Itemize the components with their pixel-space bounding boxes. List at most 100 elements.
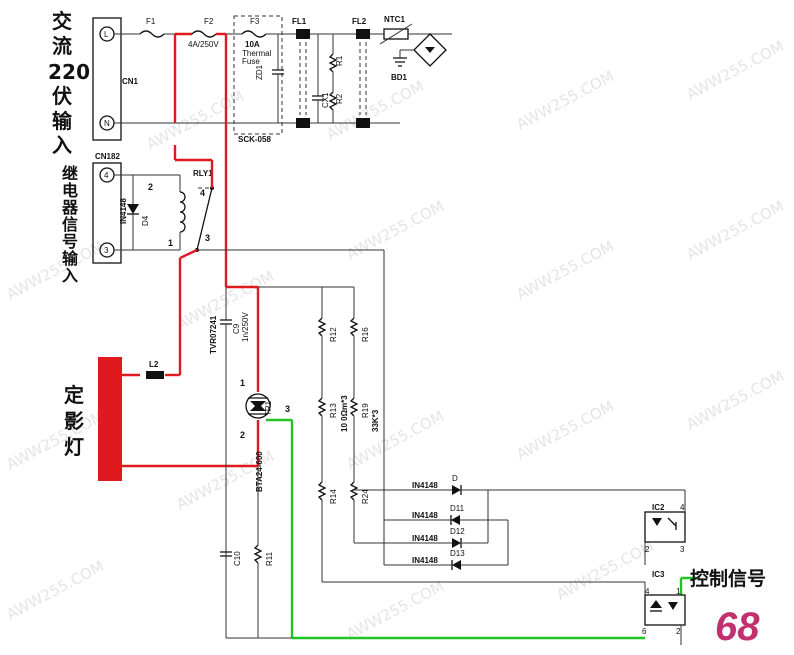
watermark: AWW255.COM <box>513 67 617 133</box>
watermark: AWW255.COM <box>343 197 447 263</box>
relay-signal-label-line: 器 <box>61 198 79 217</box>
relay-contact <box>196 187 213 251</box>
relay-signal-label-line: 入 <box>62 266 78 285</box>
diode-network: IN4148 D IN4148 D11 IN4148 D12 IN4148 D1… <box>354 474 645 570</box>
ac-input-label-line: 伏 <box>52 84 72 108</box>
fuser-lamp-label-line: 定 <box>64 383 84 407</box>
triac-tr1-symbol <box>245 393 271 419</box>
ac-input-label-line: 流 <box>52 34 72 58</box>
r13-label: R13 <box>329 403 338 418</box>
diode-d11-type: IN4148 <box>412 511 438 520</box>
watermark: AWW255.COM <box>343 407 447 473</box>
r16-symbol <box>349 317 359 337</box>
thermal-fuse-label: Thermal <box>242 49 272 58</box>
diode-d-type: IN4148 <box>412 481 438 490</box>
fuser-lamp <box>98 357 122 481</box>
ac-input-label-line: 220 <box>48 60 90 84</box>
ic2-body <box>644 511 686 543</box>
diode-d4-label: D4 <box>141 215 150 226</box>
diode-d12-label: D12 <box>450 527 465 536</box>
diode-d11-label: D11 <box>450 504 465 513</box>
c10-label: C10 <box>233 551 242 566</box>
diode-d13-type: IN4148 <box>412 556 438 565</box>
relay-pin-3: 3 <box>205 233 210 243</box>
zd1-label: ZD1 <box>255 64 264 80</box>
snubber-network: TVR07241 C9 1n/250V <box>209 287 250 638</box>
r12-symbol <box>317 317 327 337</box>
ic2-label: IC2 <box>652 503 665 512</box>
connector-cn182: 4 3 CN182 <box>92 152 122 264</box>
triac-part-number: BTA24-600 <box>255 451 264 492</box>
ic2-pin-2: 2 <box>645 545 650 554</box>
resistor-value-a: 10 0Ωm*3 <box>340 395 349 432</box>
fl1-core-bottom <box>296 118 310 128</box>
r1-symbol <box>328 53 338 73</box>
c9-rating: 1n/250V <box>241 312 250 342</box>
watermark: AWW255.COM <box>683 197 787 263</box>
fuse-f1-label: F1 <box>146 17 156 26</box>
optocoupler-ic3: IC3 4 1 6 2 <box>642 570 686 645</box>
ic3-pin-2: 2 <box>676 627 681 636</box>
fuser-lamp-label: 定 影 灯 <box>64 383 84 459</box>
r24-symbol <box>349 481 359 501</box>
terminal-n-label: N <box>104 119 110 128</box>
ic3-pin-4: 4 <box>645 587 650 596</box>
r14-symbol <box>317 481 327 501</box>
triac-tr1: 1 2 3 TR1 BTA24-600 <box>240 378 290 492</box>
fuse-f2-rating: 4A/250V <box>188 40 219 49</box>
connector-cn182-label: CN182 <box>95 152 120 161</box>
connector-cn1-label: CN1 <box>122 77 139 86</box>
watermark: AWW255.COM <box>323 77 427 143</box>
relay-rly1: IN4148 D4 2 1 RLY1 4 3 <box>114 169 214 252</box>
watermark: AWW255.COM <box>143 87 247 153</box>
fuser-lamp-label-line: 灯 <box>64 435 84 459</box>
fl2-core-bottom <box>356 118 370 128</box>
fuse-f3 <box>241 30 267 38</box>
zd1-symbol <box>272 69 284 75</box>
c9-label: C9 <box>232 323 241 334</box>
fuse-f2 <box>191 30 217 38</box>
inductor-l2 <box>146 371 164 379</box>
relay-pin-1: 1 <box>168 238 173 248</box>
relay-rly1-label: RLY1 <box>193 169 213 178</box>
r11-symbol <box>253 544 263 564</box>
control-path <box>266 418 700 640</box>
relay-signal-label-line: 信 <box>62 215 78 234</box>
bridge-diode-icon <box>425 47 435 53</box>
terminal-l-label: L <box>104 30 109 39</box>
ic3-body <box>644 594 686 626</box>
power-path <box>122 34 260 468</box>
diode-d-label: D <box>452 474 458 483</box>
control-signal-label: 控制信号 <box>690 567 766 590</box>
diode-d-symbol <box>452 485 461 495</box>
watermark: AWW255.COM <box>683 37 787 103</box>
fuse-f2-label: F2 <box>204 17 214 26</box>
r11-label: R11 <box>265 551 274 566</box>
r1-label: R1 <box>335 55 344 66</box>
relay-signal-input-label: 继 电 器 信 号 输 入 <box>61 164 79 285</box>
ground-icon <box>393 57 407 67</box>
c9-symbol <box>220 319 232 325</box>
c10-symbol <box>220 551 232 557</box>
relay-pin-2: 2 <box>148 182 153 192</box>
ntc1-label: NTC1 <box>384 15 405 24</box>
fuser-lamp-label-line: 影 <box>64 409 84 433</box>
ic2-pin-4: 4 <box>680 503 685 512</box>
fuse-f1 <box>139 30 165 38</box>
resistor-ladder: R12 R13 R14 10 0Ωm*3 R16 R19 R24 33K*3 <box>258 286 645 583</box>
diode-d13-symbol <box>452 560 461 570</box>
connector-cn182-body <box>92 162 122 264</box>
triac-pin-1: 1 <box>240 378 245 388</box>
r16-label: R16 <box>361 327 370 342</box>
diode-d4-type: IN4148 <box>119 198 128 224</box>
r24-label: R24 <box>361 489 370 504</box>
fl2-label: FL2 <box>352 17 367 26</box>
terminal-3-label: 3 <box>104 246 109 255</box>
line-filter: FL1 CX1 R1 R2 FL2 NTC1 BD1 <box>292 15 452 128</box>
watermark: AWW255.COM <box>3 407 107 473</box>
bd1-label: BD1 <box>391 73 408 82</box>
r19-label: R19 <box>361 403 370 418</box>
fuse-f3-rating: 10A <box>245 40 260 49</box>
fuse-f3-label: F3 <box>250 17 260 26</box>
